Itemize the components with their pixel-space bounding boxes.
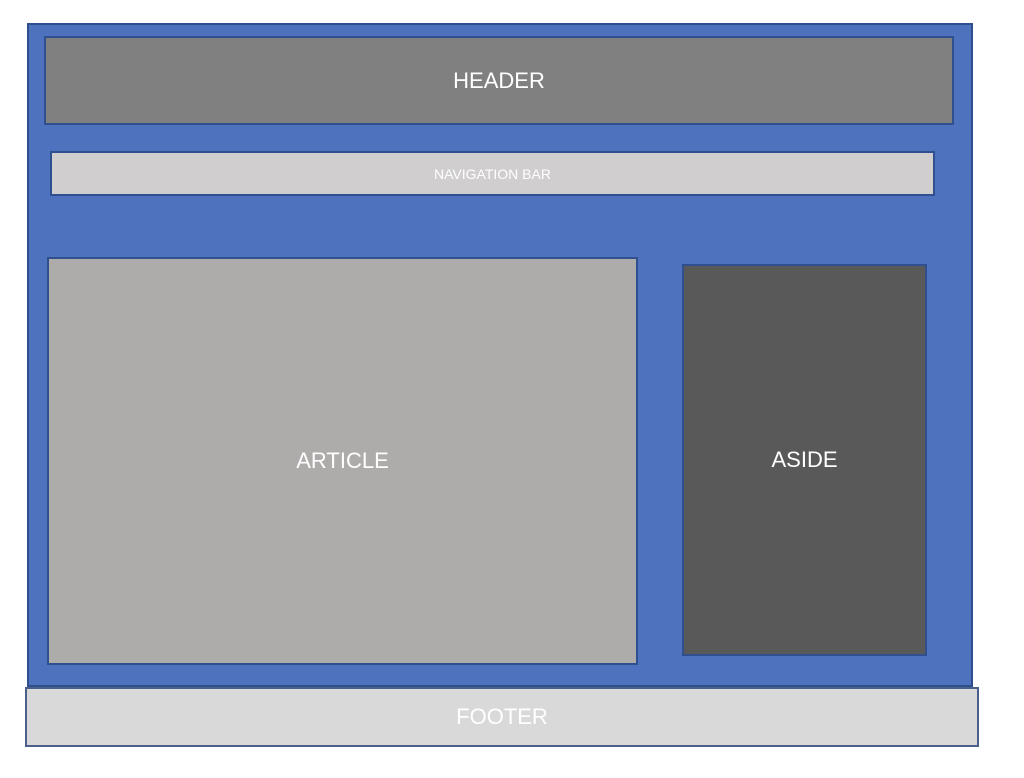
footer-block: FOOTER <box>25 687 979 747</box>
header-block: HEADER <box>44 36 954 125</box>
article-block: ARTICLE <box>47 257 638 665</box>
footer-label: FOOTER <box>456 704 548 729</box>
aside-block: ASIDE <box>682 264 927 656</box>
navigation-bar-block: NAVIGATION BAR <box>50 151 935 196</box>
header-label: HEADER <box>453 67 545 93</box>
aside-label: ASIDE <box>771 447 838 472</box>
navigation-bar-label: NAVIGATION BAR <box>434 165 551 182</box>
article-label: ARTICLE <box>296 448 389 473</box>
